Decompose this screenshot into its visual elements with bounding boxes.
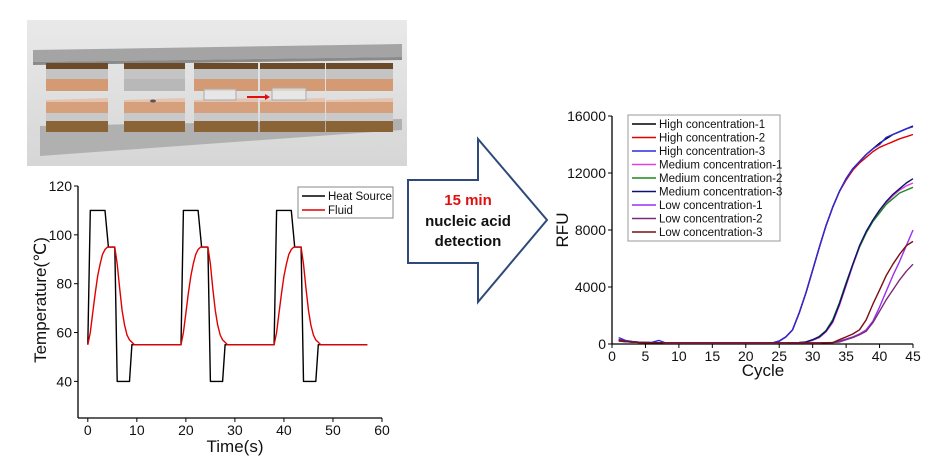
lower-copper-layer: [260, 102, 325, 113]
x-tick-label: 40: [276, 422, 292, 438]
y-axis-label: Temperature(℃): [31, 237, 50, 363]
x-tick-label: 10: [671, 348, 687, 364]
lower-metal-layer: [124, 113, 185, 121]
legend-label: Heat Source: [328, 191, 392, 203]
y-tick-label: 80: [56, 276, 72, 292]
sample-hole-icon: [150, 99, 156, 103]
legend-label: Low concentration-2: [659, 214, 763, 226]
arrow-text-line1: nucleic acid: [425, 213, 511, 230]
upper-wood-layer: [46, 63, 108, 69]
x-tick-label: 30: [227, 422, 243, 438]
x-tick-label: 0: [608, 348, 616, 364]
lower-copper-layer: [46, 102, 108, 113]
right-arrow-icon: [407, 136, 549, 305]
lower-metal-layer: [326, 113, 393, 121]
lower-wood-layer: [124, 121, 185, 132]
upper-copper-layer: [46, 79, 108, 91]
legend-label: Medium concentration-2: [659, 173, 782, 185]
upper-wood-layer: [326, 63, 393, 69]
x-axis-label: Time(s): [207, 437, 264, 456]
y-tick-label: 8000: [575, 222, 606, 238]
x-tick-label: 40: [872, 348, 888, 364]
upper-metal-layer: [46, 69, 108, 79]
temperature-chart: 0 10 20 30 40 50 60 40 60 80 100 120 Time(s) Temper…: [31, 178, 394, 456]
lower-wood-layer: [326, 121, 393, 132]
x-tick-label: 10: [129, 422, 145, 438]
series-line-low-concentration-2: [618, 263, 914, 344]
x-axis-label: Cycle: [742, 361, 785, 380]
device-illustration: [27, 20, 407, 166]
y-tick-label: 16000: [567, 108, 606, 124]
x-tick-label: 20: [738, 348, 754, 364]
heating-blocks: [46, 63, 393, 132]
upper-metal-layer: [124, 69, 185, 79]
arrow-text-line2: detection: [435, 233, 502, 250]
upper-metal-layer: [260, 69, 325, 79]
lower-wood-layer: [194, 121, 258, 132]
upper-wood-layer: [194, 63, 258, 69]
y-tick-label: 0: [598, 336, 606, 352]
arrow-highlight-text: 15 min: [444, 192, 492, 209]
x-tick-label: 50: [325, 422, 341, 438]
lower-metal-layer: [46, 113, 108, 121]
y-axis-label: RFU: [553, 213, 572, 248]
upper-metal-layer: [326, 69, 393, 79]
upper-copper-layer: [194, 79, 258, 91]
lower-metal-layer: [260, 113, 325, 121]
x-tick-label: 25: [771, 348, 787, 364]
series-line-heat-source: [87, 209, 368, 383]
series-line-low-concentration-3: [618, 240, 914, 344]
x-tick-label: 0: [84, 422, 92, 438]
upper-wood-layer: [124, 63, 185, 69]
legend-label: High concentration-3: [659, 146, 765, 158]
upper-metal-layer: [194, 69, 258, 79]
y-tick-label: 12000: [567, 165, 606, 181]
process-arrow: 15 min nucleic acid detection: [407, 136, 549, 305]
x-tick-label: 45: [905, 348, 921, 364]
upper-wood-layer: [260, 63, 325, 69]
x-tick-label: 5: [642, 348, 650, 364]
lower-wood-layer: [46, 121, 108, 132]
y-tick-label: 40: [56, 373, 72, 389]
top-plate: [33, 44, 402, 62]
lower-copper-layer: [194, 102, 258, 113]
legend-label: Medium concentration-1: [659, 160, 782, 172]
legend-box: [297, 186, 394, 219]
x-tick-label: 35: [838, 348, 854, 364]
lower-copper-layer: [326, 102, 393, 113]
legend-label: High concentration-2: [659, 133, 765, 145]
lower-wood-layer: [260, 121, 325, 132]
x-tick-label: 60: [374, 422, 390, 438]
chip-icon: [203, 88, 237, 101]
y-tick-label: 120: [49, 178, 73, 194]
lower-metal-layer: [194, 113, 258, 121]
legend: Heat Source Fluid: [297, 186, 394, 219]
upper-copper-layer: [326, 79, 393, 91]
series-line-low-concentration-1: [618, 229, 914, 344]
legend-label: Medium concentration-3: [659, 187, 782, 199]
y-tick-label: 60: [56, 325, 72, 341]
series-line-fluid: [87, 246, 368, 346]
y-tick-label: 100: [49, 227, 73, 243]
x-tick-label: 15: [705, 348, 721, 364]
x-tick-label: 20: [178, 422, 194, 438]
y-tick-label: 4000: [575, 279, 606, 295]
legend-label: Low concentration-3: [659, 227, 763, 239]
legend-label: High concentration-1: [659, 119, 765, 131]
rfu-chart: 0 5 10 15 20 25 30 35 40 45 0 4000 8000 12000 16000 Cy…: [553, 108, 921, 380]
upper-metal-layer: [124, 79, 185, 91]
legend-label: Low concentration-1: [659, 200, 763, 212]
x-tick-label: 30: [805, 348, 821, 364]
chip-icon: [271, 87, 307, 101]
lower-copper-layer: [124, 102, 185, 113]
legend-label: Fluid: [328, 205, 353, 217]
